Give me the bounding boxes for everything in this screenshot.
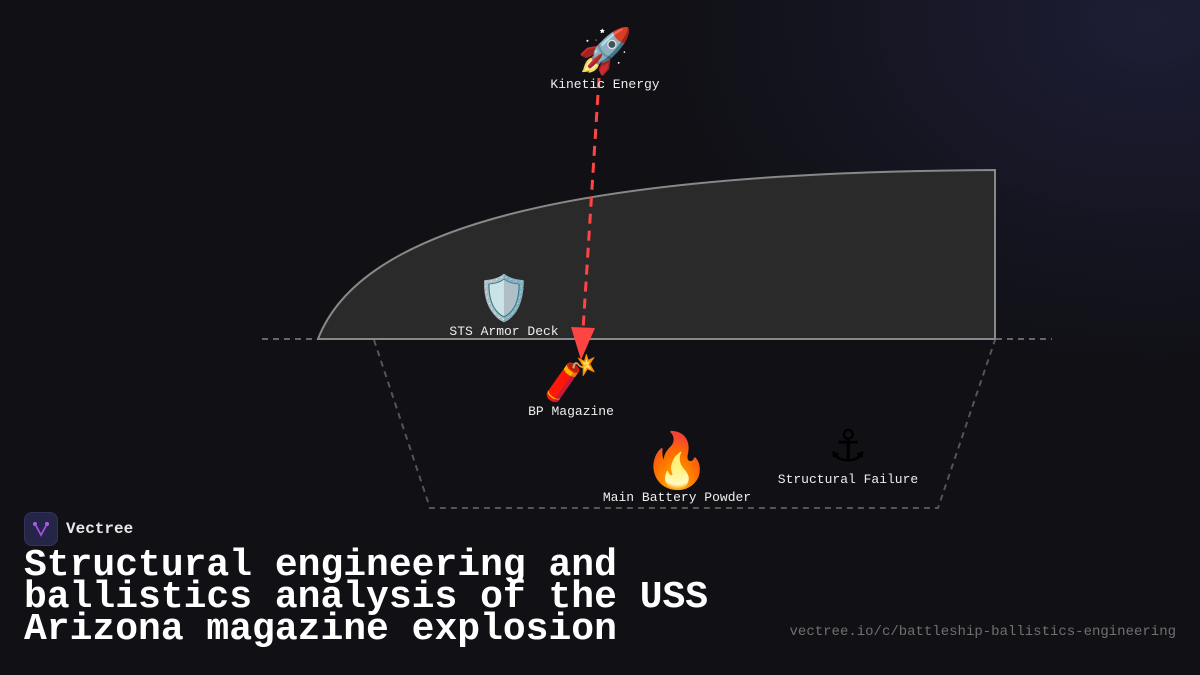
shield-icon: 🛡️ [476,273,532,324]
page-title: Structural engineering and ballistics an… [24,544,709,651]
node-main-battery-powder: 🔥 Main Battery Powder [602,429,752,506]
node-label: BP Magazine [528,404,614,419]
rocket-icon: 🚀 [577,26,633,77]
trajectory-arrowhead-icon [571,327,595,360]
hull-superstructure [316,168,996,340]
vectree-logo-icon [24,512,58,546]
node-label: Kinetic Energy [550,77,660,92]
shell-trajectory-line [581,77,601,331]
node-sts-armor-deck: 🛡️ STS Armor Deck [449,273,559,340]
source-url: vectree.io/c/battleship-ballistics-engin… [789,624,1176,640]
node-bp-magazine: 🧨 BP Magazine [528,353,614,420]
underwater-hull-outline [373,339,996,509]
brand: Vectree [24,512,133,546]
firecracker-icon: 🧨 [543,353,599,404]
node-label: Main Battery Powder [602,490,752,505]
node-structural-failure: ⚓ Structural Failure [777,421,919,488]
node-kinetic-energy: 🚀 Kinetic Energy [550,26,660,93]
node-label: Structural Failure [777,472,919,487]
brand-name: Vectree [66,520,134,538]
fire-icon: 🔥 [643,429,711,492]
anchor-icon: ⚓ [828,421,868,472]
node-label: STS Armor Deck [449,324,559,339]
